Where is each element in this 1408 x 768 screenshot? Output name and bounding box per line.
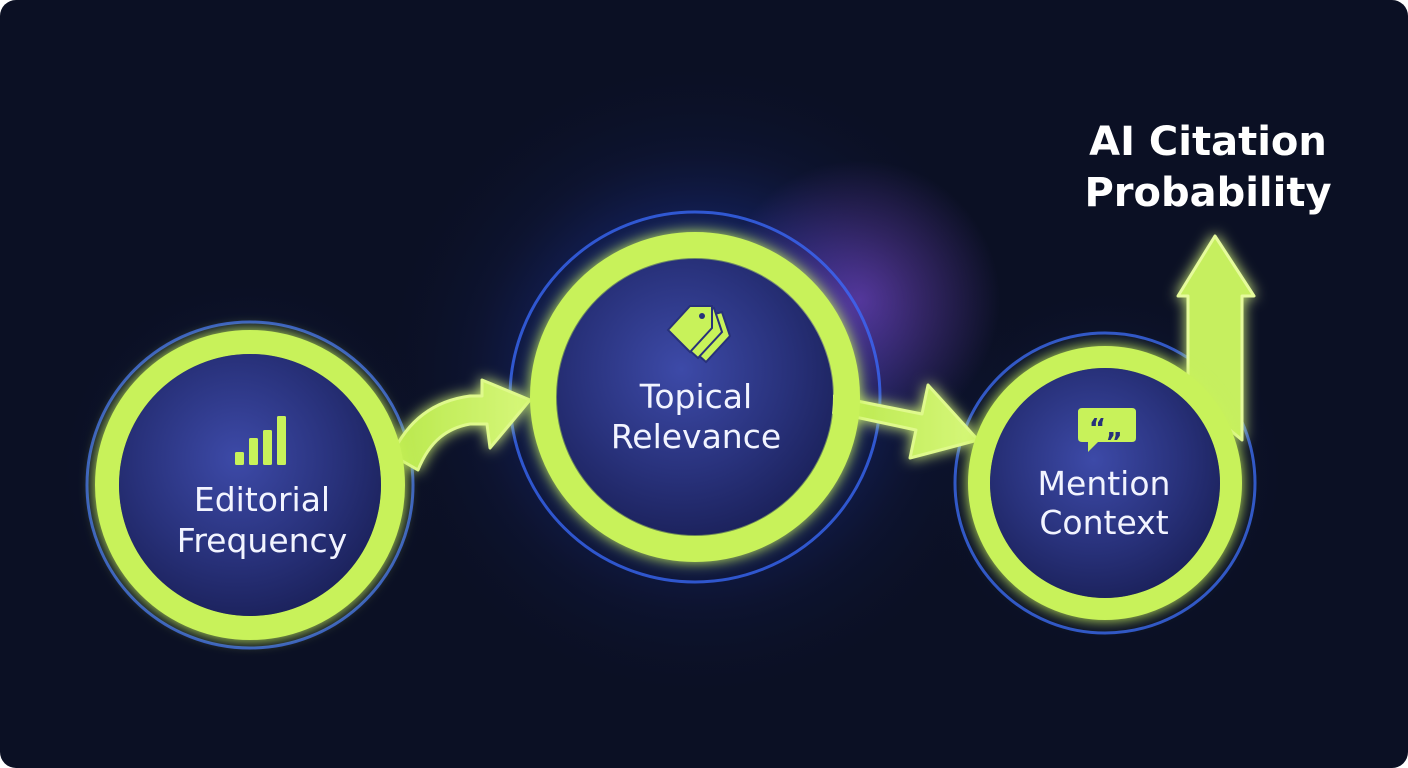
- outer-ring: [953, 331, 1257, 635]
- node-label-line: Topical: [639, 377, 752, 416]
- result-title: AI Citation Probability: [1084, 119, 1331, 216]
- node-mention: “„ Mention Context: [968, 346, 1242, 620]
- node-editorial: Editorial Frequency: [95, 330, 405, 640]
- connectors: [390, 234, 1256, 472]
- result-title-line: AI Citation: [1089, 119, 1327, 165]
- connector-arrow: [390, 378, 532, 472]
- node-label-line: Editorial: [194, 480, 330, 519]
- outer-ring: [85, 320, 415, 650]
- node-label-line: Context: [1039, 503, 1168, 542]
- node-label-line: Relevance: [611, 417, 781, 456]
- node-label-line: Mention: [1038, 464, 1171, 503]
- result-title-line: Probability: [1084, 170, 1331, 216]
- svg-text:“„: “„: [1089, 414, 1123, 444]
- node-topical: Topical Relevance: [530, 232, 860, 562]
- node-label-line: Frequency: [177, 521, 347, 560]
- tags-icon: [666, 305, 732, 364]
- quote-bubble-icon: “„: [1078, 408, 1136, 452]
- bar-chart-icon: [235, 416, 286, 465]
